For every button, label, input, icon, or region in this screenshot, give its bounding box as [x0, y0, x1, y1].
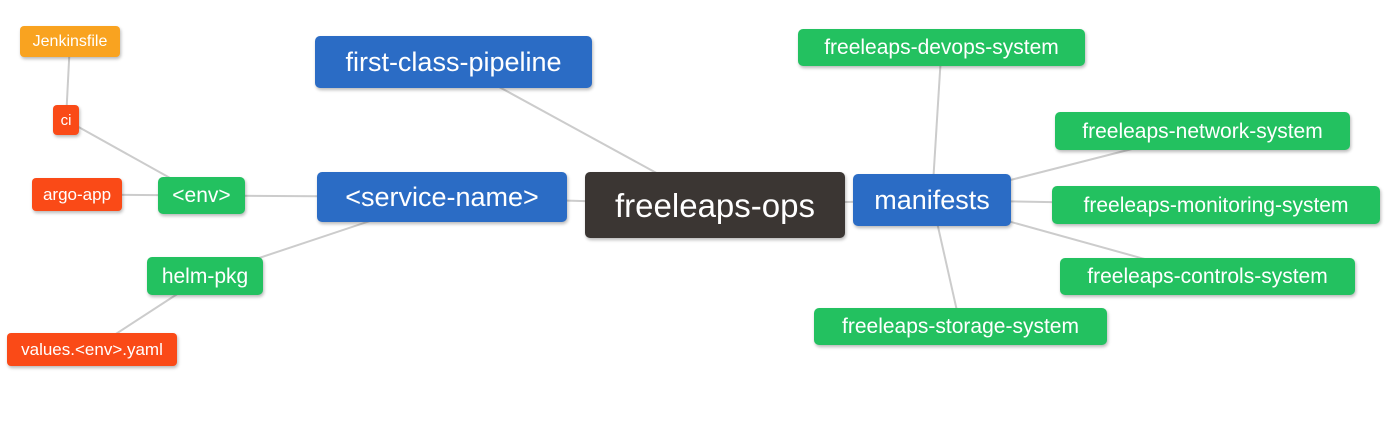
node-freeleaps-network-system[interactable]: freeleaps-network-system [1055, 112, 1350, 150]
node-freeleaps-ops[interactable]: freeleaps-ops [585, 172, 845, 238]
node-freeleaps-controls-system[interactable]: freeleaps-controls-system [1060, 258, 1355, 295]
node-service-name-label: <service-name> [345, 181, 539, 212]
node-manifests-label: manifests [874, 184, 990, 215]
node-values-env-yaml-label: values.<env>.yaml [21, 340, 163, 359]
node-freeleaps-devops-system-label: freeleaps-devops-system [824, 36, 1059, 59]
node-env[interactable]: <env> [158, 177, 245, 214]
node-jenkinsfile-label: Jenkinsfile [32, 32, 108, 50]
node-freeleaps-controls-system-label: freeleaps-controls-system [1087, 265, 1328, 288]
node-ci-label: ci [60, 111, 72, 129]
node-ci[interactable]: ci [53, 105, 79, 135]
node-values-env-yaml[interactable]: values.<env>.yaml [7, 333, 177, 366]
node-freeleaps-monitoring-system-label: freeleaps-monitoring-system [1083, 193, 1349, 217]
node-service-name[interactable]: <service-name> [317, 172, 567, 222]
node-argo-app-label: argo-app [42, 185, 112, 204]
node-first-class-pipeline[interactable]: first-class-pipeline [315, 36, 592, 88]
node-freeleaps-storage-system-label: freeleaps-storage-system [842, 315, 1079, 338]
node-env-label: <env> [172, 184, 231, 207]
node-freeleaps-ops-label: freeleaps-ops [615, 186, 815, 224]
node-manifests[interactable]: manifests [853, 174, 1011, 226]
node-freeleaps-monitoring-system[interactable]: freeleaps-monitoring-system [1052, 186, 1380, 224]
node-helm-pkg-label: helm-pkg [161, 264, 249, 288]
node-freeleaps-network-system-label: freeleaps-network-system [1082, 119, 1323, 143]
node-first-class-pipeline-label: first-class-pipeline [345, 46, 562, 77]
node-freeleaps-storage-system[interactable]: freeleaps-storage-system [814, 308, 1107, 345]
node-helm-pkg[interactable]: helm-pkg [147, 257, 263, 295]
node-freeleaps-devops-system[interactable]: freeleaps-devops-system [798, 29, 1085, 66]
node-jenkinsfile[interactable]: Jenkinsfile [20, 26, 120, 57]
node-argo-app[interactable]: argo-app [32, 178, 122, 211]
